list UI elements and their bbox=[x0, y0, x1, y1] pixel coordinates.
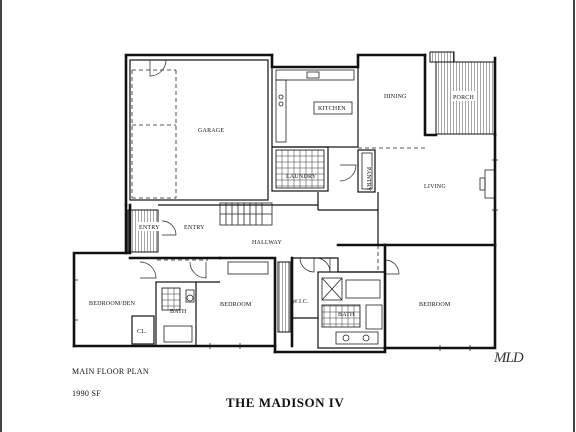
entry-hallway: ENTRY ENTRY HALLWAY bbox=[127, 192, 378, 253]
scan-edge-right bbox=[573, 0, 575, 432]
stairs bbox=[219, 202, 273, 226]
garage: GARAGE bbox=[129, 59, 269, 201]
interior-walls bbox=[128, 243, 497, 350]
room-label-entry-left: ENTRY bbox=[139, 225, 160, 231]
room-label-wic: W.I.C. bbox=[292, 299, 309, 305]
room-label-hallway: HALLWAY bbox=[252, 240, 283, 246]
bedroom-mid: BEDROOM bbox=[196, 281, 252, 308]
laundry: LAUNDRY bbox=[271, 146, 329, 192]
bath-left: BATH bbox=[155, 281, 197, 347]
room-label-porch: PORCH bbox=[453, 95, 474, 101]
plan-subtitle: MAIN FLOOR PLAN bbox=[72, 367, 149, 376]
room-label-bedroom-right: BEDROOM bbox=[419, 302, 451, 308]
room-label-bedroom-den: BEDROOM/DEN bbox=[89, 301, 136, 307]
room-label-pantry: PANTRY bbox=[365, 167, 371, 192]
room-label-living: LIVING bbox=[424, 184, 446, 190]
room-label-bath-right: BATH bbox=[338, 312, 355, 318]
bedroom-den: BEDROOM/DEN CL. bbox=[89, 301, 155, 345]
designer-logo: MLD bbox=[494, 350, 524, 366]
room-label-entry-right: ENTRY bbox=[184, 225, 205, 231]
room-label-dining: DINING bbox=[384, 94, 407, 100]
plan-title: THE MADISON IV bbox=[226, 395, 345, 410]
room-label-bedroom-mid: BEDROOM bbox=[220, 302, 252, 308]
room-label-closet: CL. bbox=[137, 329, 147, 335]
porch: PORCH bbox=[429, 51, 496, 135]
room-label-garage: GARAGE bbox=[198, 128, 224, 134]
bedroom-right: BEDROOM bbox=[419, 302, 451, 308]
room-label-kitchen: KITCHEN bbox=[318, 106, 346, 112]
scan-edge-left bbox=[0, 0, 2, 432]
dining-living: DINING LIVING bbox=[358, 94, 496, 245]
plan-area: 1990 SF bbox=[72, 389, 101, 398]
bath-right: BATH bbox=[317, 271, 386, 349]
window-marks bbox=[74, 159, 498, 351]
pantry: PANTRY bbox=[339, 149, 376, 193]
room-label-bath-left: BATH bbox=[170, 309, 187, 315]
walk-in-closet: W.I.C. bbox=[292, 299, 318, 319]
room-label-laundry: LAUNDRY bbox=[286, 174, 317, 180]
kitchen: KITCHEN bbox=[271, 66, 359, 148]
